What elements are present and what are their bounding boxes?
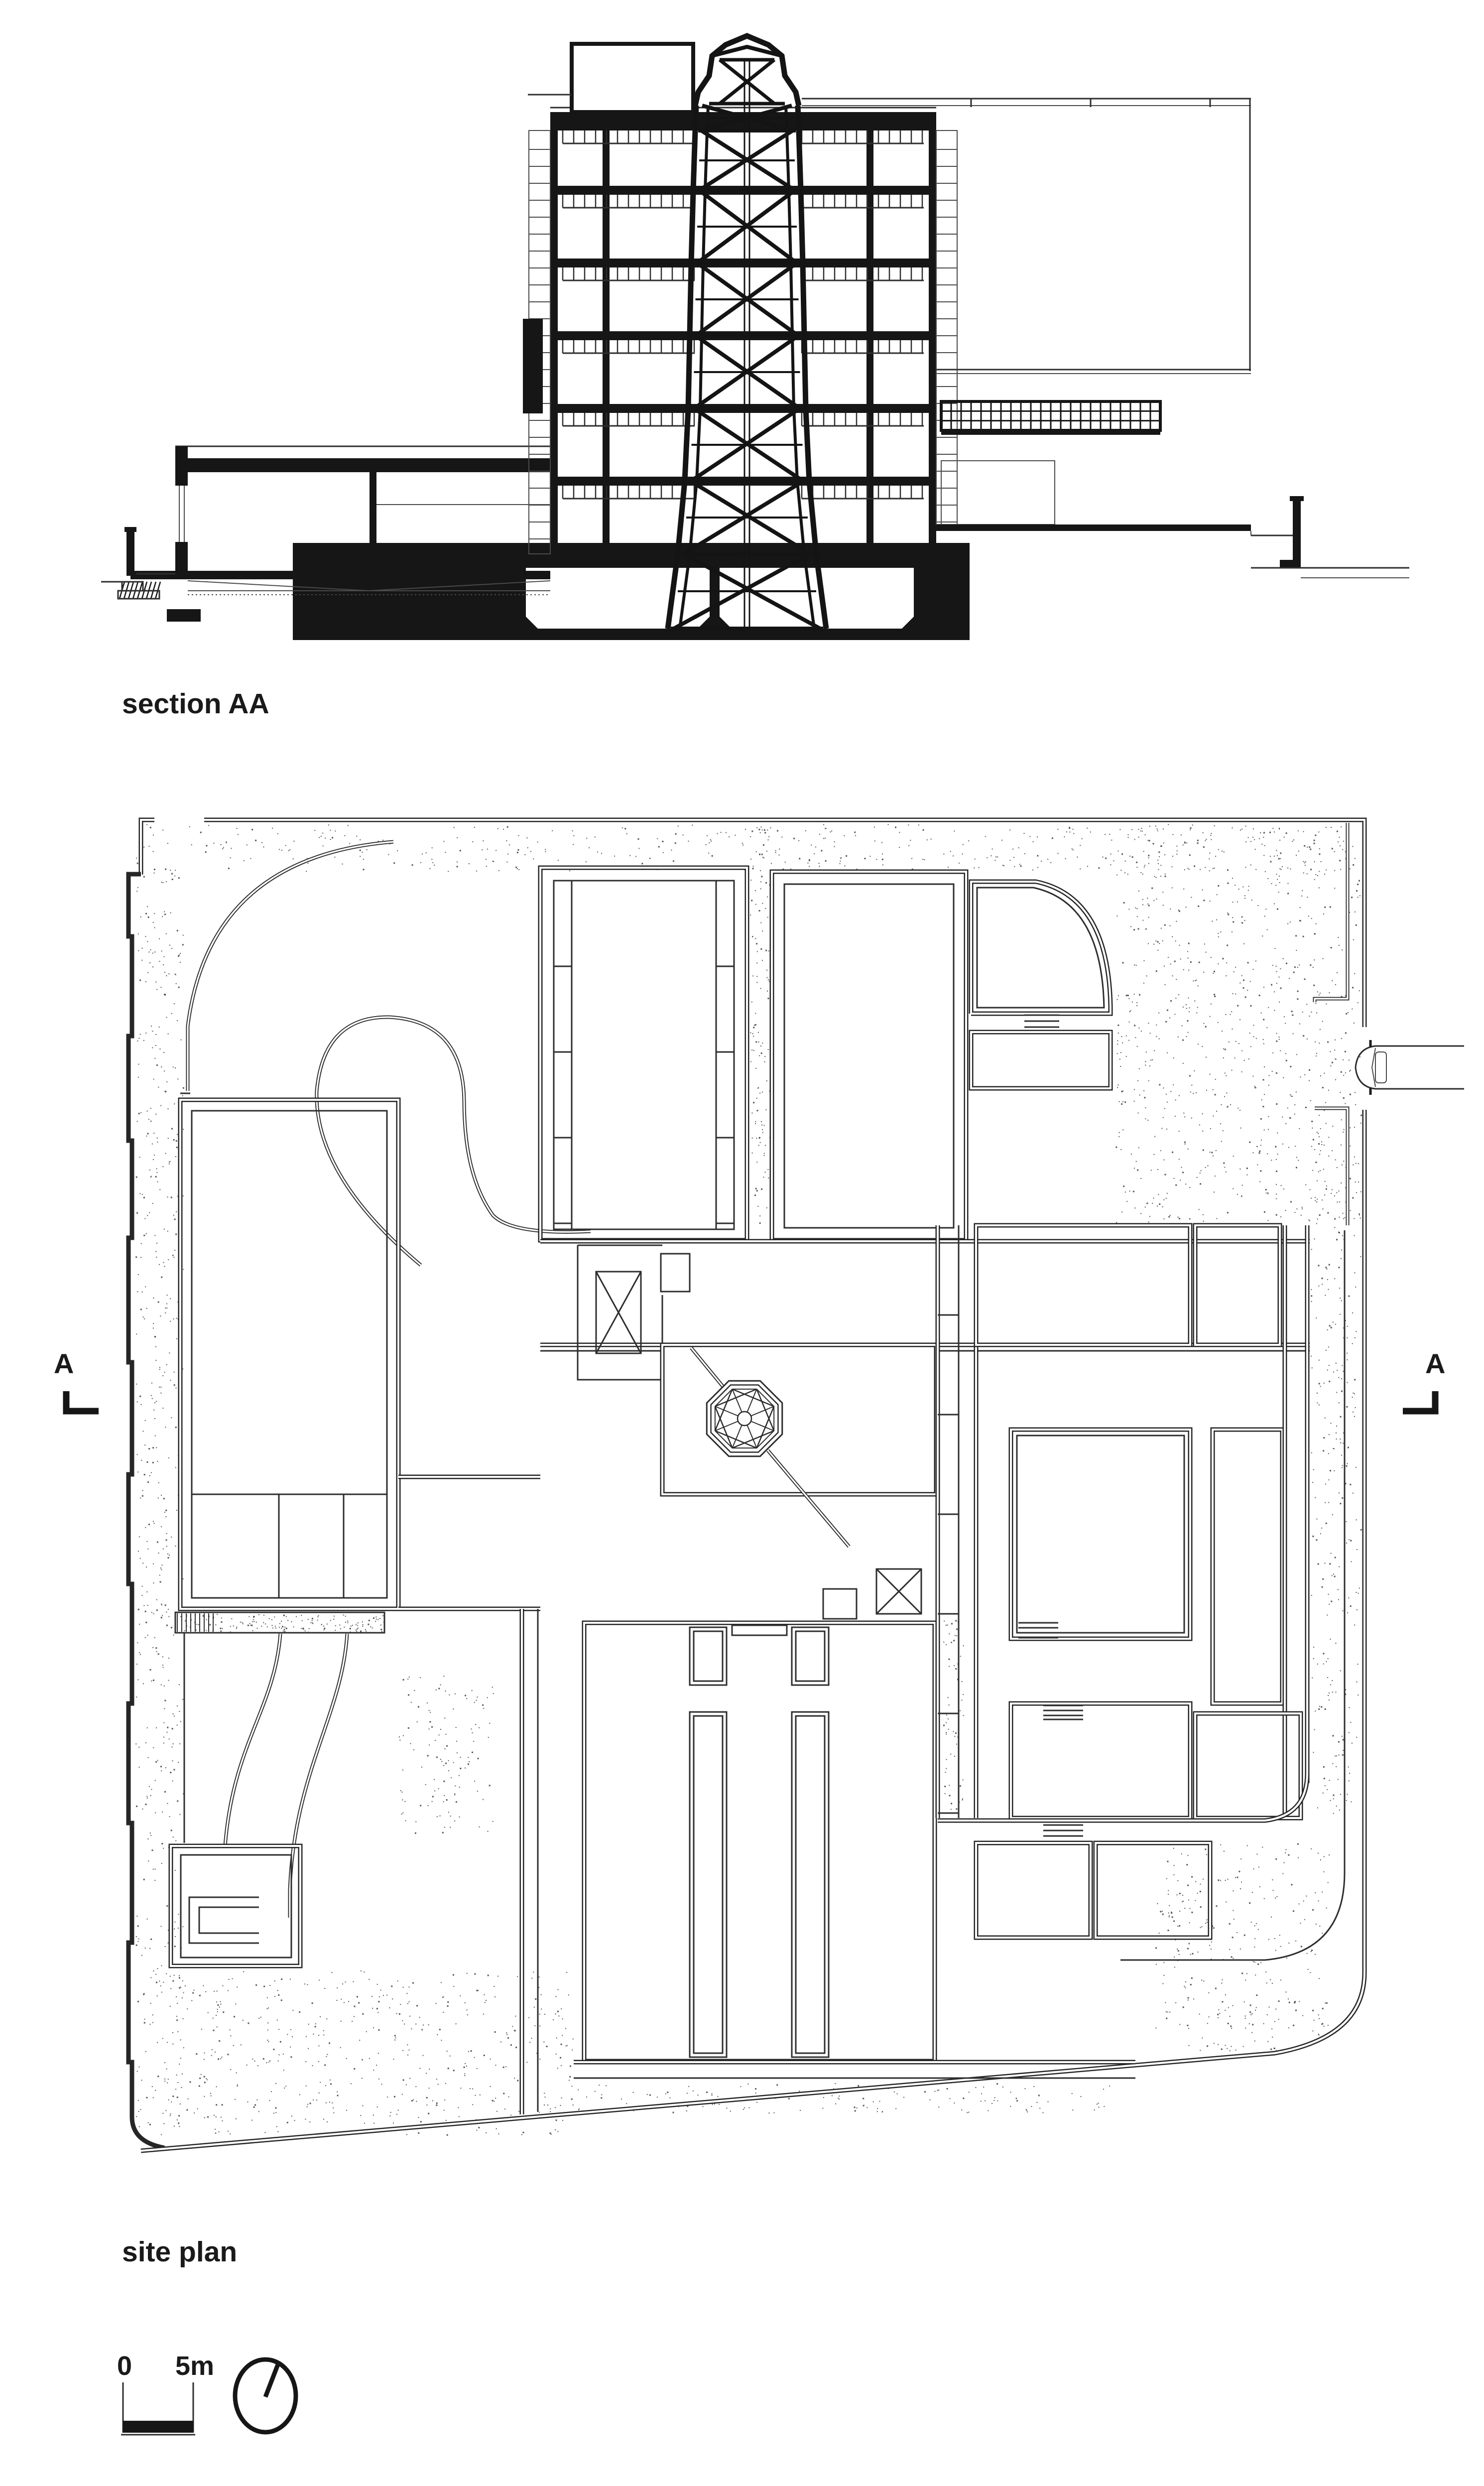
bus-plan-symbol [1355, 1040, 1464, 1095]
stair-core-upper [577, 1244, 691, 1381]
site-boundary-post-left [101, 527, 175, 600]
bottom-hall [519, 1609, 1135, 2114]
right-annex [936, 369, 1295, 536]
section-label: section AA [122, 688, 269, 720]
lattice-tower [665, 33, 829, 631]
north-arrow-icon [233, 2357, 298, 2435]
section-cut-corner-right [1403, 1391, 1439, 1415]
section-marker-left: A [54, 1348, 99, 1415]
scale-max-label: 5m [175, 2351, 214, 2381]
lower-left-pavilion [168, 1843, 303, 1968]
top-hall [538, 865, 749, 1243]
right-wing [935, 1223, 1346, 1961]
stair-core-lower [822, 1568, 922, 1620]
section-marker-left-label: A [54, 1348, 74, 1379]
left-hall [178, 1097, 540, 1611]
site-boundary [126, 817, 1367, 2153]
upper-middle-hall [769, 869, 969, 1243]
site-boundary-post-right [1251, 496, 1409, 578]
site-plan-drawing [126, 817, 1464, 2153]
round-corner-pavilion [969, 879, 1113, 1091]
section-marker-right-label: A [1425, 1348, 1445, 1379]
curved-garden-walls [183, 1633, 349, 1918]
driveway [180, 840, 591, 1267]
crosshatch-path [174, 1611, 385, 1634]
atrium [660, 1342, 939, 1548]
scale-zero-label: 0 [117, 2351, 132, 2381]
scale-bar: 0 5m [117, 2351, 214, 2436]
site-plan-label: site plan [122, 2236, 237, 2268]
section-marker-right: A [1403, 1348, 1445, 1415]
section-cut-corner-left [63, 1391, 99, 1415]
ground-stipple-texture [135, 824, 1362, 2136]
octagonal-tower-plan [706, 1380, 783, 1457]
section-aa-drawing [101, 33, 1409, 640]
